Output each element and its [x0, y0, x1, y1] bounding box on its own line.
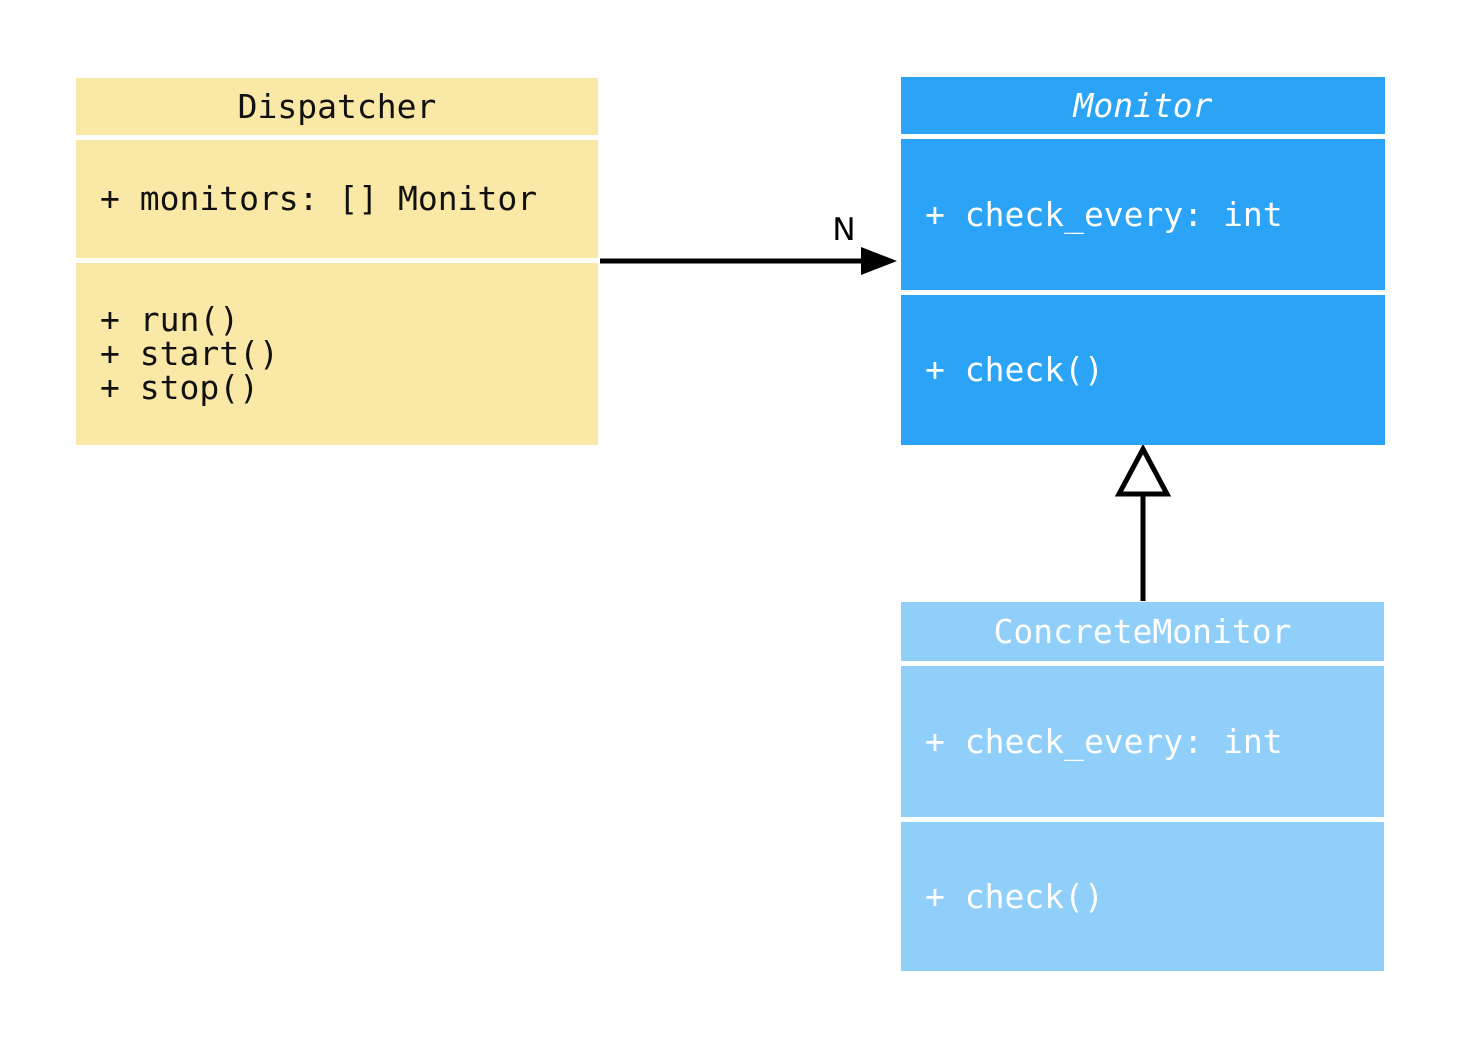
- class-attributes-section: + check_every: int: [901, 139, 1385, 290]
- class-methods-section: + check(): [901, 822, 1384, 971]
- inheritance-edge: [1114, 443, 1172, 601]
- class-methods-section: + run() + start() + stop(): [76, 263, 598, 445]
- method-item: + run(): [100, 300, 240, 339]
- class-title-section: Dispatcher: [76, 78, 598, 135]
- method-item: + check(): [925, 876, 1104, 916]
- class-attributes-section: + check_every: int: [901, 666, 1384, 817]
- class-box-monitor: Monitor + check_every: int + check(): [901, 77, 1385, 445]
- method-item: + stop(): [100, 368, 259, 407]
- inheritance-triangle-icon: [1114, 443, 1172, 497]
- class-title-section: ConcreteMonitor: [901, 602, 1384, 661]
- class-title-section: Monitor: [901, 77, 1385, 134]
- class-name: Monitor: [1073, 86, 1213, 125]
- method-item: + check(): [925, 350, 1104, 389]
- class-name: ConcreteMonitor: [993, 612, 1292, 651]
- association-edge: N: [600, 212, 897, 275]
- multiplicity-label: N: [832, 212, 855, 248]
- class-methods-section: + check(): [901, 295, 1385, 445]
- attribute-item: + check_every: int: [925, 194, 1283, 234]
- method-item: + start(): [100, 334, 279, 373]
- attribute-item: + check_every: int: [925, 721, 1283, 761]
- class-name: Dispatcher: [237, 87, 437, 126]
- attribute-item: + monitors: [] Monitor: [100, 179, 538, 218]
- class-box-dispatcher: Dispatcher + monitors: [] Monitor + run(…: [76, 78, 598, 445]
- association-arrowhead-icon: [861, 247, 897, 275]
- class-box-concrete-monitor: ConcreteMonitor + check_every: int + che…: [901, 602, 1384, 971]
- class-attributes-section: + monitors: [] Monitor: [76, 140, 598, 258]
